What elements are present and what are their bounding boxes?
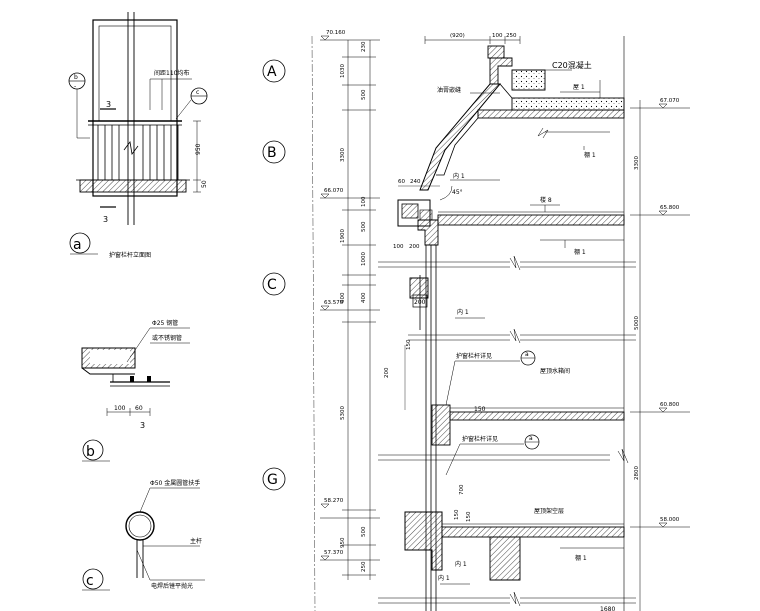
level-67070: 67.070: [660, 98, 680, 104]
mid-dim-150d: 150: [466, 511, 472, 522]
level-66070: 66.070: [324, 188, 344, 194]
dim-left-5300: 5300: [340, 406, 346, 420]
railing-ref-2: 护窗栏杆详见: [462, 435, 498, 443]
mid-dim-150c: 150: [454, 509, 460, 520]
dim-left-500b: 500: [361, 221, 367, 232]
left-dimension-chain: 70.160 66.070 63.570 58.270 57.370 230 1…: [311, 30, 380, 611]
overhead-room-label: 屋顶架空层: [534, 507, 564, 515]
detail-a-section-top: 3: [106, 100, 111, 109]
detail-a-railing-elevation: 950 50 间距110均布 b - c 3 3 a 护窗栏杆立面图: [68, 12, 208, 259]
dim-left-600: 600: [340, 292, 346, 303]
inner-label-2: 内 1: [457, 308, 469, 316]
dim-left-100: 100: [361, 196, 367, 207]
right-dimension-chain: 67.070 65.800 60.800 58.000 3300 5000 28…: [623, 36, 690, 611]
railing-ref-1: 护窗栏杆详见: [456, 352, 492, 360]
detail-c-handrail-section: Φ50 金属圆管扶手 主杆 电焊后锉平抛光 c: [82, 479, 205, 591]
mid-dim-150a: 150: [406, 339, 412, 350]
level-58000: 58.000: [660, 517, 680, 523]
mid-dim-200b: 200: [414, 299, 426, 306]
dim-left-230: 230: [361, 41, 367, 52]
dim-left-250: 250: [361, 561, 367, 572]
detail-b-dim-60: 60: [135, 405, 143, 412]
detail-c-weld-label: 电焊后锉平抛光: [151, 582, 193, 590]
detail-a-dim-950: 950: [195, 143, 202, 155]
level-70160: 70.160: [326, 30, 346, 36]
wall-section: (920) 100 250 C20混凝土 屋 1 油膏嵌缝 棚 1 内 1 45…: [378, 33, 636, 611]
top-small-dim-60: 60: [398, 179, 405, 185]
mid-dim-150b: 150: [474, 406, 486, 413]
detail-a-callout-b-dash: -: [74, 83, 76, 90]
detail-b-pipe-label2: 或不锈钢管: [152, 334, 182, 342]
dim-right-3300a: 3300: [634, 156, 640, 170]
ceiling-label-3: 棚 1: [575, 554, 587, 562]
axis-bubbles: A B C G: [262, 59, 286, 491]
left-level-markers: 70.160 66.070 63.570 58.270 57.370: [320, 30, 346, 561]
axis-bubble-b: B: [267, 145, 277, 161]
detail-a-caption: 护窗栏杆立面图: [109, 251, 151, 259]
dim-left-1030: 1030: [340, 64, 346, 78]
inner-label-3: 内 1: [455, 560, 467, 568]
top-small-dim-240: 240: [410, 179, 421, 185]
mid-dim-200c: 200: [384, 367, 390, 378]
detail-c-post-label: 主杆: [190, 537, 202, 545]
dim-left-950: 950: [340, 537, 346, 548]
detail-a-dim-50: 50: [201, 180, 208, 188]
detail-a-section-bottom: 3: [103, 215, 108, 224]
level-58270: 58.270: [324, 498, 344, 504]
detail-b-section: 3: [140, 421, 145, 430]
dim-left-500c: 500: [361, 526, 367, 537]
railing-ref-2-marker: a: [529, 435, 533, 442]
dim-left-1900: 1900: [340, 229, 346, 243]
dim-left-1000: 1000: [361, 252, 367, 266]
detail-b-dim-100: 100: [114, 405, 126, 412]
level-65800: 65.800: [660, 205, 680, 211]
mid-dim-700: 700: [459, 484, 465, 495]
axis-bubble-c: C: [267, 277, 277, 293]
detail-a-callout-b: b: [74, 74, 78, 81]
bottom-dim: 1680: [600, 606, 615, 611]
inner-label-4: 内 1: [438, 574, 450, 582]
concrete-label: C20混凝土: [552, 60, 592, 70]
dim-left-400: 400: [361, 292, 367, 303]
dim-left-3300: 3300: [340, 148, 346, 162]
level-60800: 60.800: [660, 402, 680, 408]
detail-c-handrail-label: Φ50 金属圆管扶手: [150, 479, 200, 487]
water-tank-room-label: 屋顶水箱间: [540, 367, 570, 375]
dim-left-500a: 500: [361, 89, 367, 100]
ceiling-label-2: 棚 1: [574, 248, 586, 256]
mid-dim-200: 200: [409, 244, 420, 250]
level-57370: 57.370: [324, 550, 344, 556]
top-dim-920: (920): [450, 33, 465, 39]
detail-b-marker: b: [86, 444, 95, 460]
axis-bubble-g: G: [267, 472, 278, 488]
detail-b-pipe-section: Φ25 钢管 或不锈钢管 100 60 3 b: [81, 319, 190, 462]
floor-label: 楼 8: [540, 196, 552, 204]
detail-a-callout-c: c: [196, 89, 199, 96]
top-dim-250: 250: [506, 33, 517, 39]
ceiling-label-1: 棚 1: [584, 151, 596, 159]
detail-b-pipe-label: Φ25 钢管: [152, 319, 178, 327]
detail-a-marker: a: [73, 237, 82, 253]
inner-label-1: 内 1: [453, 172, 465, 180]
detail-a-spacing-note: 间距110均布: [154, 69, 189, 77]
mid-dim-100a: 100: [393, 244, 404, 250]
level-63570: 63.570: [324, 300, 344, 306]
dim-right-2800: 2800: [634, 466, 640, 480]
top-dim-100: 100: [492, 33, 503, 39]
axis-bubble-a: A: [267, 64, 277, 80]
detail-c-marker: c: [86, 573, 94, 589]
angle-label: 45°: [452, 189, 463, 196]
top-dimension: (920) 100 250: [424, 33, 521, 44]
waterproof-label: 油膏嵌缝: [437, 86, 461, 94]
dim-right-5000: 5000: [634, 316, 640, 330]
roof-label: 屋 1: [573, 84, 585, 91]
railing-ref-1-marker: a: [525, 351, 529, 358]
